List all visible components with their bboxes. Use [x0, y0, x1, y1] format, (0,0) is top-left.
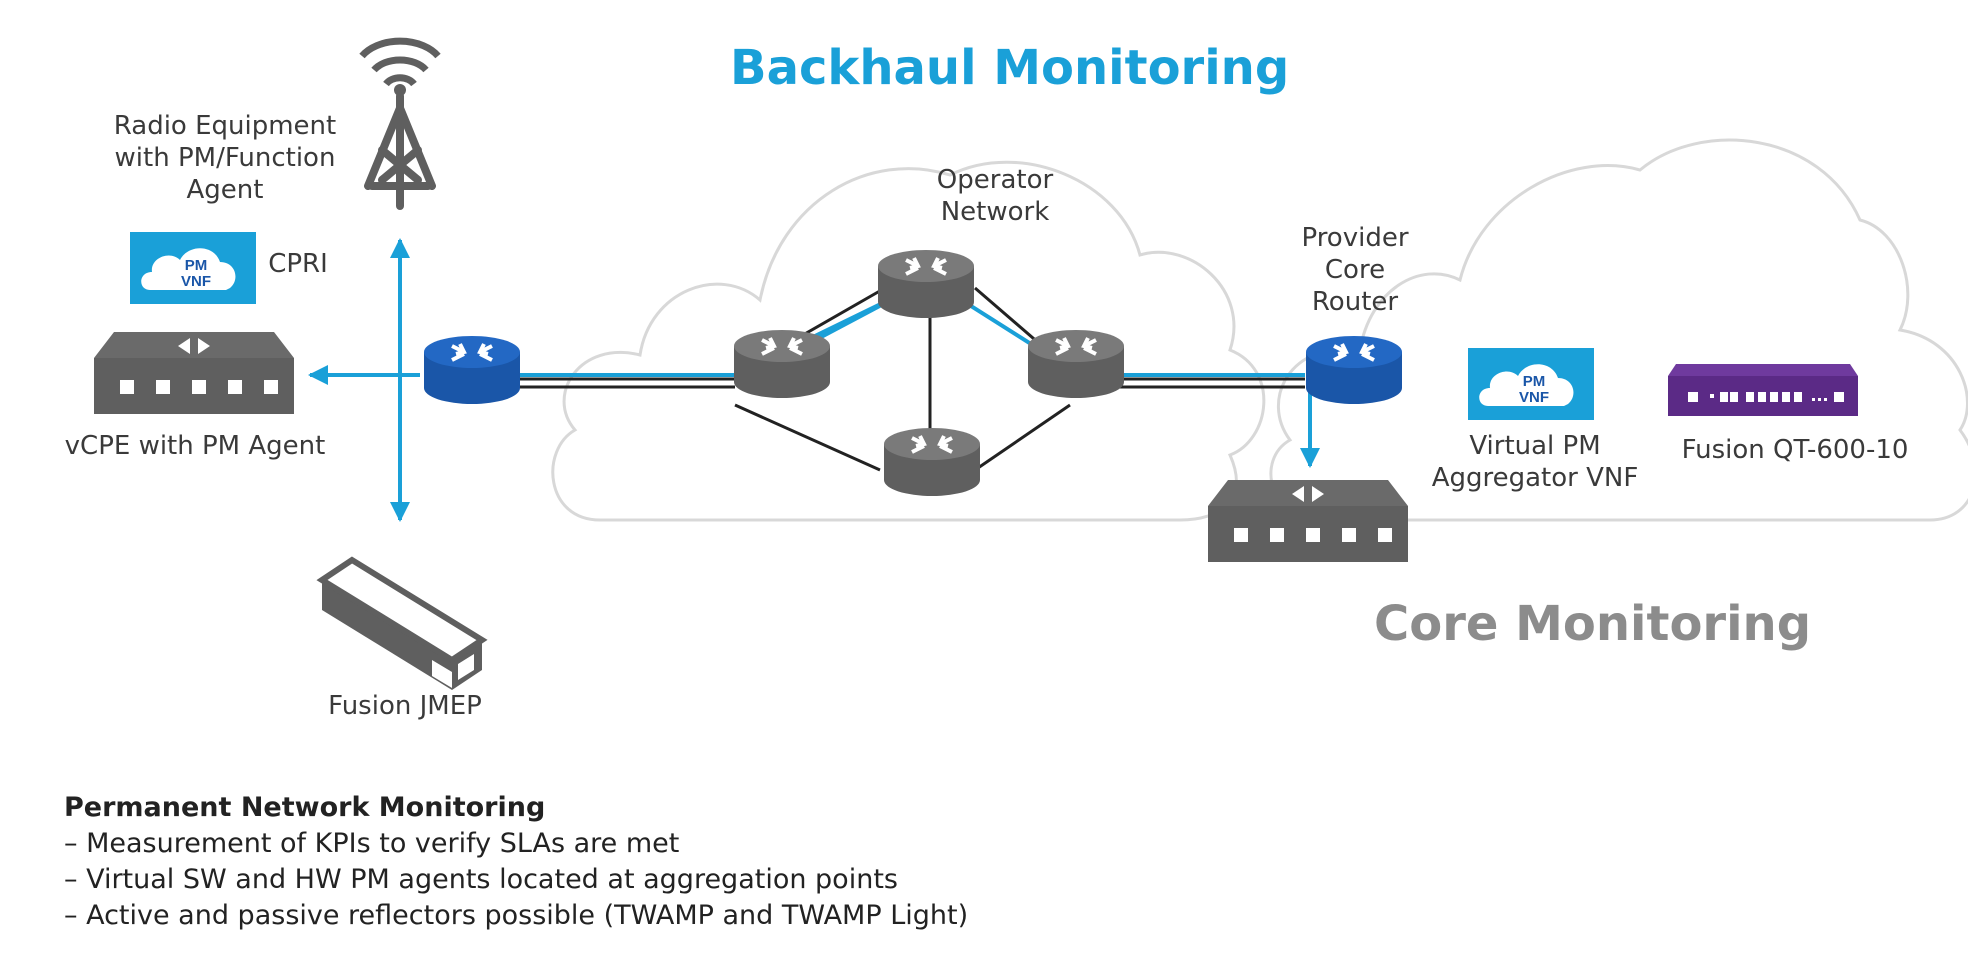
radio-tower-icon: [359, 37, 441, 210]
access-router-icon: [422, 334, 522, 406]
provider-core-router-icon: [1304, 334, 1404, 406]
notes-item: – Measurement of KPIs to verify SLAs are…: [64, 828, 680, 859]
fusion-qt-device-icon: [1668, 364, 1858, 416]
provider-core-router-label: Provider Core Router: [1301, 223, 1409, 317]
cpri-badge-line1: PM: [185, 257, 208, 274]
fusion-qt-label: Fusion QT-600-10: [1681, 435, 1909, 465]
virtual-pm-aggregator-label: Virtual PM Aggregator VNF: [1431, 431, 1639, 493]
vpm-badge-line2: VNF: [1519, 389, 1549, 406]
cpri-vnf-badge: PM VNF: [130, 232, 256, 304]
cpri-label: CPRI: [268, 249, 328, 279]
operator-router-south-icon: [882, 426, 982, 498]
core-switch-icon: [1208, 480, 1408, 562]
cpri-badge-line2: VNF: [181, 273, 211, 290]
core-monitoring-title: Core Monitoring: [1374, 596, 1812, 652]
monitoring-notes: Permanent Network Monitoring – Measureme…: [64, 790, 968, 934]
operator-router-north-icon: [876, 248, 976, 320]
notes-title: Permanent Network Monitoring: [64, 792, 546, 823]
vcpe-device-icon: [94, 332, 294, 414]
operator-network-label: Operator Network: [936, 165, 1054, 227]
vpm-badge-line1: PM: [1523, 373, 1546, 390]
virtual-pm-vnf-badge: PM VNF: [1468, 348, 1594, 420]
radio-equipment-label: Radio Equipment with PM/Function Agent: [113, 111, 337, 205]
fusion-jmep-label: Fusion JMEP: [328, 691, 482, 721]
operator-network-cloud: [551, 160, 1266, 522]
operator-router-west-icon: [732, 328, 832, 400]
backhaul-monitoring-title: Backhaul Monitoring: [730, 40, 1290, 96]
jmep-transceiver-icon: [316, 556, 488, 690]
notes-item: – Active and passive reflectors possible…: [64, 900, 969, 931]
notes-item: – Virtual SW and HW PM agents located at…: [64, 864, 898, 895]
operator-router-east-icon: [1026, 328, 1126, 400]
vcpe-label: vCPE with PM Agent: [64, 431, 326, 461]
network-links: [520, 286, 1305, 472]
